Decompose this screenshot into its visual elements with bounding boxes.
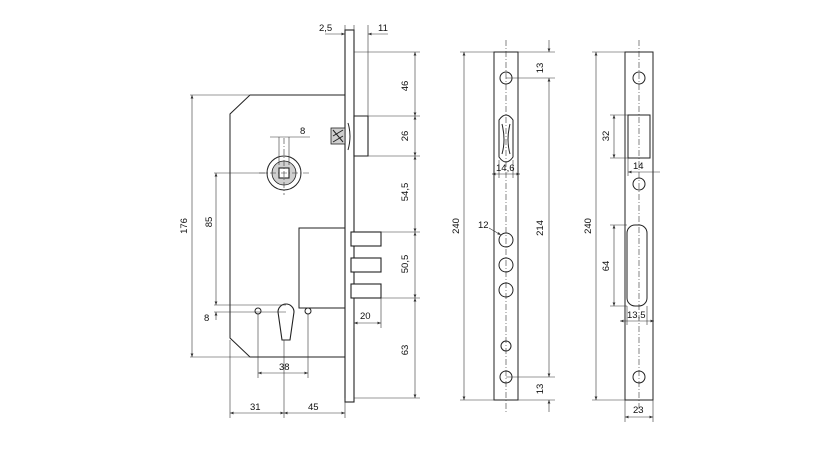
faceplate-bolt-hole-3 xyxy=(498,282,514,298)
lock-case-outline xyxy=(229,94,346,398)
dim-latch-slot-width: 14,6 xyxy=(496,163,515,174)
strike-screw-top xyxy=(632,71,646,85)
strike-dimensions: 240 32 14 64 13,5 23 xyxy=(583,51,660,422)
dim-strike-total: 240 xyxy=(583,218,594,234)
dim-bottom-block: 63 xyxy=(400,345,411,356)
deadbolt-carrier xyxy=(298,227,346,309)
dim-latch-to-bolt: 54,5 xyxy=(400,183,411,202)
faceplate-bolt-hole-2 xyxy=(498,257,514,273)
lock-body-dimensions: 176 85 8 8 38 31 45 2,5 11 xyxy=(179,23,420,418)
strike-plate-view xyxy=(624,40,654,412)
lock-body-view xyxy=(229,29,382,403)
dim-faceplate-bottom: 13 xyxy=(535,384,546,395)
strike-screw-mid xyxy=(632,177,646,191)
dim-top-to-latch: 46 xyxy=(400,81,411,92)
deadbolt-pin-1 xyxy=(350,231,382,247)
dim-strike-bolt-height: 64 xyxy=(601,261,612,272)
screw-hole-left xyxy=(254,307,262,315)
dim-plate-thickness: 2,5 xyxy=(319,23,332,34)
deadbolt-pin-2 xyxy=(350,257,382,273)
dim-bolt-throw: 20 xyxy=(360,311,371,322)
strike-latch-opening xyxy=(627,114,651,159)
strike-bolt-opening xyxy=(626,224,648,307)
dim-backset-left: 31 xyxy=(250,402,261,413)
cylinder-cutout xyxy=(277,303,295,341)
dim-faceplate-top: 13 xyxy=(535,63,546,74)
dim-spindle-square: 8 xyxy=(300,126,305,137)
latch-bolt xyxy=(353,115,369,157)
dim-strike-bolt-width: 13,5 xyxy=(627,310,646,321)
strike-screw-bottom xyxy=(632,370,646,384)
dim-backset-right: 45 xyxy=(308,402,319,413)
faceplate-latch-slot xyxy=(498,114,514,163)
faceplate-bolt-hole-1 xyxy=(498,232,514,248)
dim-latch-height: 26 xyxy=(400,131,411,142)
strike-plate xyxy=(624,51,654,401)
dim-strike-width: 23 xyxy=(633,405,644,416)
lock-faceplate xyxy=(344,29,355,403)
dim-bolt-hole: 12 xyxy=(478,220,489,231)
screw-hole-right xyxy=(304,307,312,315)
faceplate-view xyxy=(493,40,519,412)
dim-body-height: 176 xyxy=(179,218,190,234)
deadbolt-pin-3 xyxy=(350,283,382,299)
dim-faceplate-inner: 214 xyxy=(535,220,546,236)
dim-cylinder-offset: 8 xyxy=(204,313,209,324)
dim-strike-latch-width: 14 xyxy=(633,161,644,172)
faceplate-front xyxy=(493,51,519,401)
faceplate-dimensions: 240 13 214 13 14,6 12 xyxy=(451,40,555,412)
dim-faceplate-total: 240 xyxy=(451,218,462,234)
faceplate-cyl-hole xyxy=(500,340,512,352)
dim-strike-latch-height: 32 xyxy=(601,131,612,142)
dim-bolt-block: 50,5 xyxy=(400,255,411,274)
dim-spindle-to-cylinder: 85 xyxy=(204,217,215,228)
dim-latch-depth: 11 xyxy=(378,23,388,34)
